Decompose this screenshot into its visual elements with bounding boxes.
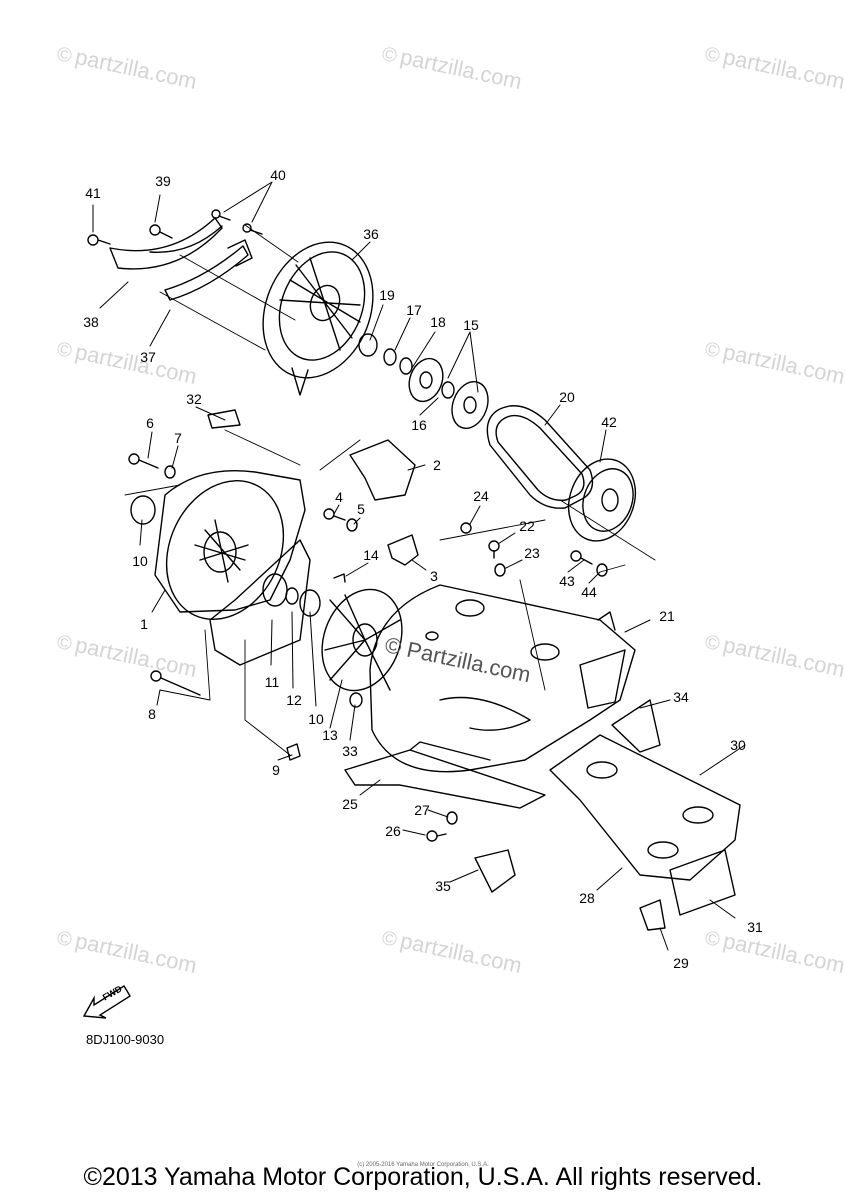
callout-21: 21 — [659, 608, 675, 624]
leader-lines — [92, 181, 746, 951]
callout-42: 42 — [601, 414, 617, 430]
forward-arrow-icon — [82, 985, 131, 1019]
callout-43: 43 — [559, 573, 575, 589]
callout-2: 2 — [433, 457, 441, 473]
fasteners — [128, 453, 608, 842]
callout-16: 16 — [411, 417, 427, 433]
intake-duct — [349, 439, 419, 566]
copyright-footer: ©2013 Yamaha Motor Corporation, U.S.A. A… — [83, 1163, 763, 1191]
air-shroud — [369, 584, 636, 773]
callout-17: 17 — [406, 302, 422, 318]
callout-27: 27 — [414, 802, 430, 818]
drive-belt-and-pulley — [486, 405, 637, 542]
callout-38: 38 — [83, 314, 99, 330]
callout-3: 3 — [430, 568, 438, 584]
callout-37: 37 — [140, 349, 156, 365]
callout-18: 18 — [430, 314, 446, 330]
callout-23: 23 — [524, 545, 540, 561]
callout-44: 44 — [581, 584, 597, 600]
callout-40: 40 — [270, 167, 286, 183]
callout-28: 28 — [579, 890, 595, 906]
callout-20: 20 — [559, 389, 575, 405]
callout-22: 22 — [519, 518, 535, 534]
heat-shield-plate — [474, 699, 741, 931]
callout-13: 13 — [322, 727, 338, 743]
callout-10-lower: 10 — [308, 711, 324, 727]
callout-5: 5 — [357, 501, 365, 517]
fan-housing — [130, 409, 321, 666]
callout-7: 7 — [174, 430, 182, 446]
callout-8: 8 — [148, 706, 156, 722]
callout-9: 9 — [272, 762, 280, 778]
callout-15: 15 — [463, 317, 479, 333]
callout-24: 24 — [473, 488, 489, 504]
alignment-lines — [124, 224, 656, 756]
callout-41: 41 — [85, 185, 101, 201]
pulley-parts — [358, 333, 489, 429]
callout-39: 39 — [155, 173, 171, 189]
callout-12: 12 — [286, 692, 302, 708]
callout-4: 4 — [335, 489, 343, 505]
callout-1: 1 — [140, 616, 148, 632]
callout-30: 30 — [730, 737, 746, 753]
callout-36: 36 — [363, 226, 379, 242]
callout-25: 25 — [342, 796, 358, 812]
diagram-code: 8DJ100-9030 — [86, 1032, 165, 1047]
callout-29: 29 — [673, 955, 689, 971]
callout-32: 32 — [186, 391, 202, 407]
callout-33: 33 — [342, 743, 358, 759]
callout-14: 14 — [363, 547, 379, 563]
lower-guard — [344, 741, 546, 809]
strap-and-brackets — [87, 209, 263, 301]
callout-6: 6 — [146, 415, 154, 431]
callout-31: 31 — [747, 919, 763, 935]
callout-10-upper: 10 — [132, 553, 148, 569]
fan-cover — [262, 241, 374, 396]
callout-34: 34 — [673, 689, 689, 705]
callout-35: 35 — [435, 878, 451, 894]
tiny-copyright: (c) 2005-2016 Yamaha Motor Corporation, … — [357, 1162, 489, 1168]
callout-19: 19 — [379, 287, 395, 303]
callout-11: 11 — [264, 674, 280, 690]
callout-26: 26 — [385, 823, 401, 839]
